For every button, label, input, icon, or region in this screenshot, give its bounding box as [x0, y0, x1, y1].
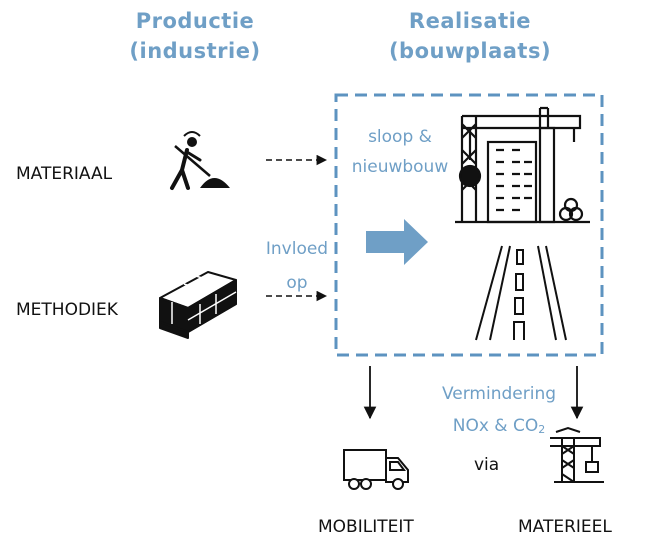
bricks-icon — [159, 271, 237, 339]
label-demolition: sloop & nieuwbouw — [344, 122, 456, 182]
truck-icon — [343, 449, 409, 490]
label-equipment: MATERIEEL — [518, 517, 612, 537]
heading-realisation: Realisatie (bouwplaats) — [355, 6, 585, 66]
label-via: via — [474, 455, 500, 475]
heading-production-line2: (industrie) — [129, 39, 261, 63]
label-method: METHODIEK — [16, 300, 118, 320]
road-icon — [475, 245, 567, 341]
label-influence-line2: op — [286, 273, 308, 293]
label-influence: Invloed op — [248, 232, 346, 300]
label-influence-line1: Invloed — [265, 239, 329, 259]
heading-production: Productie (industrie) — [80, 6, 310, 66]
construction-site-icon — [455, 106, 590, 224]
label-reduction-emissions: NOx & CO — [452, 416, 539, 436]
label-mobility: MOBILITEIT — [318, 517, 414, 537]
label-material: MATERIAAL — [16, 164, 113, 184]
label-demolition-line2: nieuwbouw — [351, 157, 449, 177]
heading-realisation-line1: Realisatie — [408, 9, 532, 33]
crane-icon — [550, 426, 604, 483]
label-reduction: Vermindering NOx & CO2 — [404, 378, 594, 446]
site-frame — [334, 93, 604, 357]
label-reduction-subscript: 2 — [538, 423, 546, 436]
heading-production-line1: Productie — [135, 9, 255, 33]
label-reduction-line2: NOx & CO2 — [404, 410, 594, 446]
worker-icon — [170, 131, 230, 190]
heading-realisation-line2: (bouwplaats) — [388, 39, 552, 63]
label-demolition-line1: sloop & — [368, 127, 432, 147]
influence-arrow — [366, 219, 428, 265]
label-reduction-line1: Vermindering — [441, 384, 557, 404]
